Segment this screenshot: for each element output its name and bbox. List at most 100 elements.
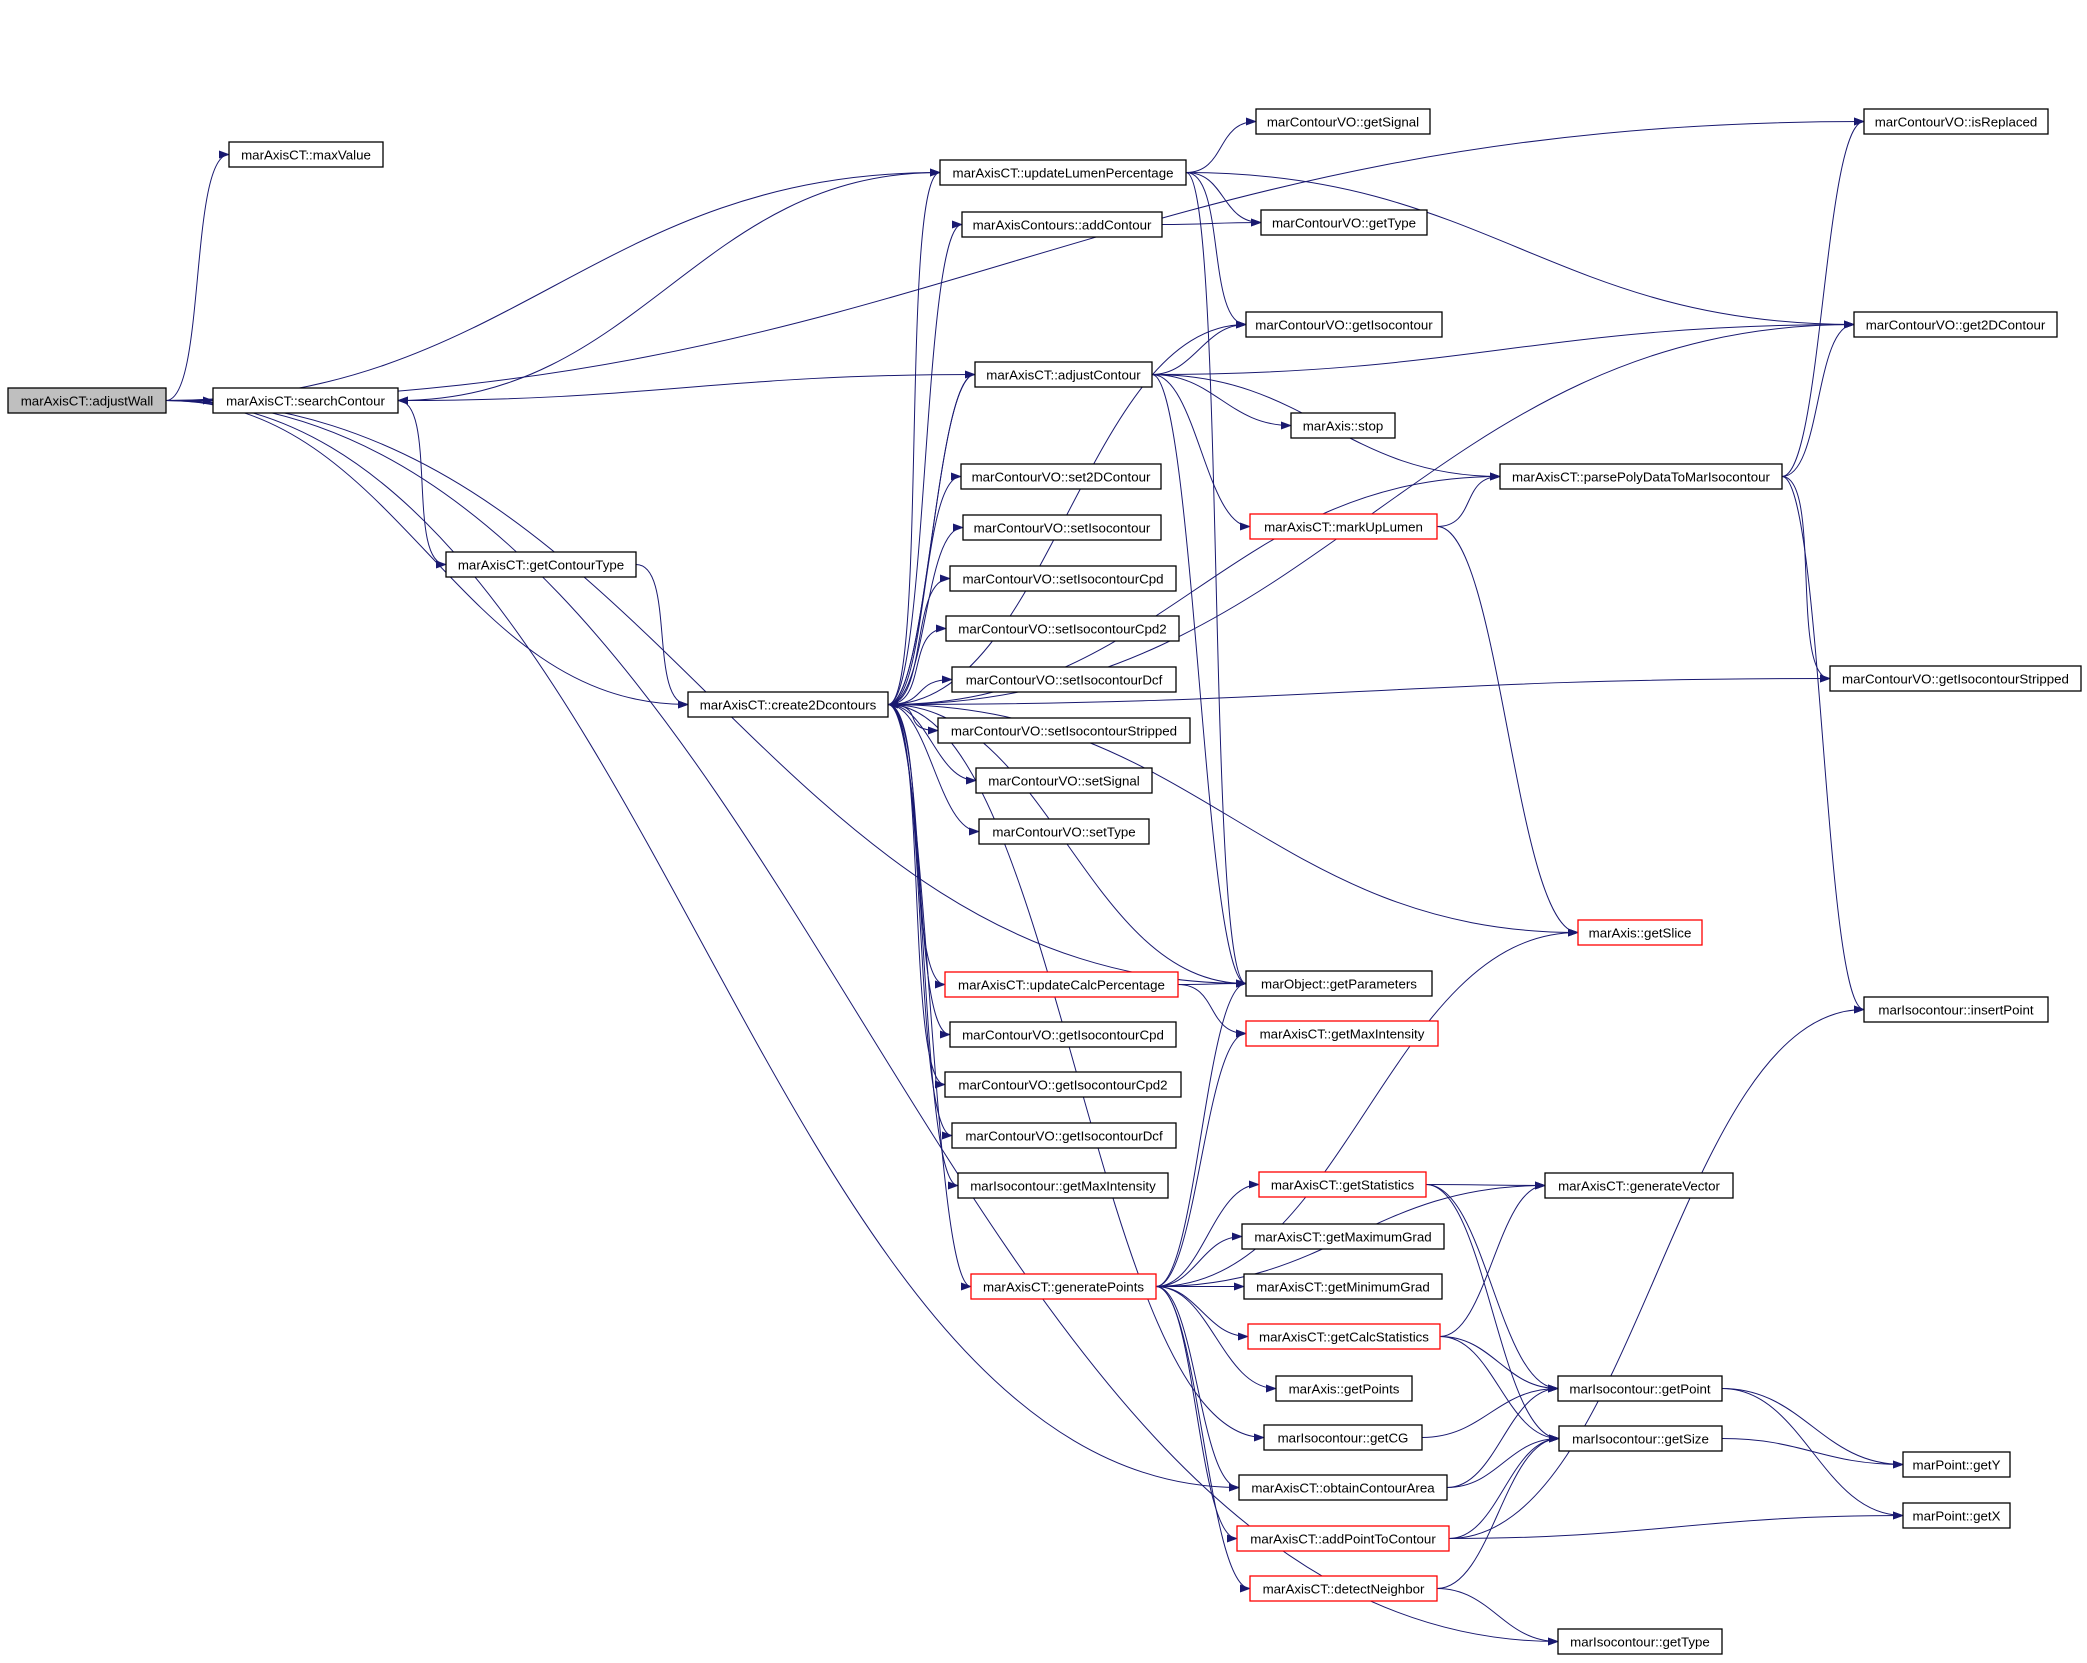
node-box[interactable] <box>228 141 384 168</box>
node-box[interactable] <box>1829 665 2082 692</box>
node-setIsocontourDcf[interactable]: marContourVO::setIsocontourDcf <box>951 666 1177 693</box>
node-box[interactable] <box>1245 311 1443 338</box>
node-box[interactable] <box>978 818 1150 845</box>
node-isoGetPoint[interactable]: marIsocontour::getPoint <box>1557 1375 1723 1402</box>
node-box[interactable] <box>962 514 1162 541</box>
node-getStatistics[interactable]: marAxisCT::getStatistics <box>1258 1171 1427 1198</box>
node-getCG[interactable]: marIsocontour::getCG <box>1263 1424 1423 1451</box>
node-isoGetSize[interactable]: marIsocontour::getSize <box>1558 1425 1723 1452</box>
node-generatePoints[interactable]: marAxisCT::generatePoints <box>970 1273 1157 1300</box>
node-adjustContour[interactable]: marAxisCT::adjustContour <box>974 361 1153 388</box>
node-addContour[interactable]: marAxisContours::addContour <box>961 211 1163 238</box>
node-getContourType[interactable]: marAxisCT::getContourType <box>445 551 637 578</box>
node-box[interactable] <box>1249 513 1438 540</box>
node-searchContour[interactable]: marAxisCT::searchContour <box>212 387 399 414</box>
node-box[interactable] <box>949 1021 1177 1048</box>
node-box[interactable] <box>944 971 1179 998</box>
node-box[interactable] <box>975 767 1153 794</box>
node-getY[interactable]: marPoint::getY <box>1902 1451 2011 1478</box>
node-box[interactable] <box>1558 1425 1723 1452</box>
node-adjustWall[interactable]: marAxisCT::adjustWall <box>7 387 167 414</box>
node-box[interactable] <box>1290 412 1396 439</box>
node-box[interactable] <box>957 1172 1169 1199</box>
node-box[interactable] <box>1557 1375 1723 1402</box>
node-setIsocontourStripped[interactable]: marContourVO::setIsocontourStripped <box>937 717 1191 744</box>
node-isReplaced[interactable]: marContourVO::isReplaced <box>1863 108 2049 135</box>
node-box[interactable] <box>1275 1375 1413 1402</box>
node-updateLumenPercentage[interactable]: marAxisCT::updateLumenPercentage <box>939 159 1187 186</box>
node-box[interactable] <box>687 691 889 718</box>
node-stop[interactable]: marAxis::stop <box>1290 412 1396 439</box>
node-getSlice[interactable]: marAxis::getSlice <box>1577 919 1703 946</box>
node-generateVector[interactable]: marAxisCT::generateVector <box>1544 1172 1734 1199</box>
node-insertPoint[interactable]: marIsocontour::insertPoint <box>1863 996 2049 1023</box>
node-box[interactable] <box>1902 1502 2011 1529</box>
node-updateCalcPercentage[interactable]: marAxisCT::updateCalcPercentage <box>944 971 1179 998</box>
node-getType[interactable]: marContourVO::getType <box>1260 209 1428 236</box>
node-box[interactable] <box>1247 1323 1441 1350</box>
node-box[interactable] <box>7 387 167 414</box>
node-box[interactable] <box>1260 209 1428 236</box>
node-box[interactable] <box>1863 996 2049 1023</box>
node-getMaximumGrad[interactable]: marAxisCT::getMaximumGrad <box>1241 1223 1445 1250</box>
node-addPointToContour[interactable]: marAxisCT::addPointToContour <box>1236 1525 1450 1552</box>
node-box[interactable] <box>1902 1451 2011 1478</box>
node-parsePolyData[interactable]: marAxisCT::parsePolyDataToMarIsocontour <box>1499 463 1783 490</box>
node-setIsocontourCpd2[interactable]: marContourVO::setIsocontourCpd2 <box>945 615 1180 642</box>
node-detectNeighbor[interactable]: marAxisCT::detectNeighbor <box>1249 1575 1438 1602</box>
node-getPoints[interactable]: marAxis::getPoints <box>1275 1375 1413 1402</box>
node-getMinimumGrad[interactable]: marAxisCT::getMinimumGrad <box>1243 1273 1443 1300</box>
node-box[interactable] <box>1258 1171 1427 1198</box>
node-obtainContourArea[interactable]: marAxisCT::obtainContourArea <box>1238 1474 1448 1501</box>
node-box[interactable] <box>939 159 1187 186</box>
node-box[interactable] <box>951 666 1177 693</box>
node-set2DContour[interactable]: marContourVO::set2DContour <box>960 463 1162 490</box>
node-getIsocontourStripped[interactable]: marContourVO::getIsocontourStripped <box>1829 665 2082 692</box>
node-isoGetMaxIntensity[interactable]: marIsocontour::getMaxIntensity <box>957 1172 1169 1199</box>
node-create2Dcontours[interactable]: marAxisCT::create2Dcontours <box>687 691 889 718</box>
node-getSignal[interactable]: marContourVO::getSignal <box>1255 108 1431 135</box>
node-getCalcStatistics[interactable]: marAxisCT::getCalcStatistics <box>1247 1323 1441 1350</box>
node-setType[interactable]: marContourVO::setType <box>978 818 1150 845</box>
node-box[interactable] <box>1249 1575 1438 1602</box>
node-box[interactable] <box>974 361 1153 388</box>
node-box[interactable] <box>1236 1525 1450 1552</box>
node-box[interactable] <box>445 551 637 578</box>
node-box[interactable] <box>1853 311 2058 338</box>
node-box[interactable] <box>1263 1424 1423 1451</box>
node-box[interactable] <box>951 1122 1177 1149</box>
node-getIsocontourCpd2[interactable]: marContourVO::getIsocontourCpd2 <box>944 1071 1182 1098</box>
node-box[interactable] <box>1577 919 1703 946</box>
node-setIsocontour[interactable]: marContourVO::setIsocontour <box>962 514 1162 541</box>
node-box[interactable] <box>1863 108 2049 135</box>
node-box[interactable] <box>1243 1273 1443 1300</box>
node-box[interactable] <box>949 565 1177 592</box>
node-box[interactable] <box>1241 1223 1445 1250</box>
node-box[interactable] <box>1499 463 1783 490</box>
node-setIsocontourCpd[interactable]: marContourVO::setIsocontourCpd <box>949 565 1177 592</box>
node-get2DContour[interactable]: marContourVO::get2DContour <box>1853 311 2058 338</box>
node-box[interactable] <box>944 1071 1182 1098</box>
node-maxValue[interactable]: marAxisCT::maxValue <box>228 141 384 168</box>
node-getX[interactable]: marPoint::getX <box>1902 1502 2011 1529</box>
node-box[interactable] <box>961 211 1163 238</box>
node-getParameters[interactable]: marObject::getParameters <box>1245 970 1433 997</box>
node-getIsocontourCpd[interactable]: marContourVO::getIsocontourCpd <box>949 1021 1177 1048</box>
node-isoGetType[interactable]: marIsocontour::getType <box>1557 1628 1723 1655</box>
node-box[interactable] <box>1544 1172 1734 1199</box>
node-box[interactable] <box>945 615 1180 642</box>
node-setSignal[interactable]: marContourVO::setSignal <box>975 767 1153 794</box>
node-box[interactable] <box>1238 1474 1448 1501</box>
node-markUpLumen[interactable]: marAxisCT::markUpLumen <box>1249 513 1438 540</box>
node-box[interactable] <box>1245 1020 1439 1047</box>
node-getIsocontour[interactable]: marContourVO::getIsocontour <box>1245 311 1443 338</box>
node-getIsocontourDcf[interactable]: marContourVO::getIsocontourDcf <box>951 1122 1177 1149</box>
node-box[interactable] <box>937 717 1191 744</box>
node-box[interactable] <box>960 463 1162 490</box>
node-box[interactable] <box>212 387 399 414</box>
node-box[interactable] <box>1557 1628 1723 1655</box>
node-box[interactable] <box>1245 970 1433 997</box>
node-getMaxIntensity[interactable]: marAxisCT::getMaxIntensity <box>1245 1020 1439 1047</box>
node-box[interactable] <box>970 1273 1157 1300</box>
node-box[interactable] <box>1255 108 1431 135</box>
